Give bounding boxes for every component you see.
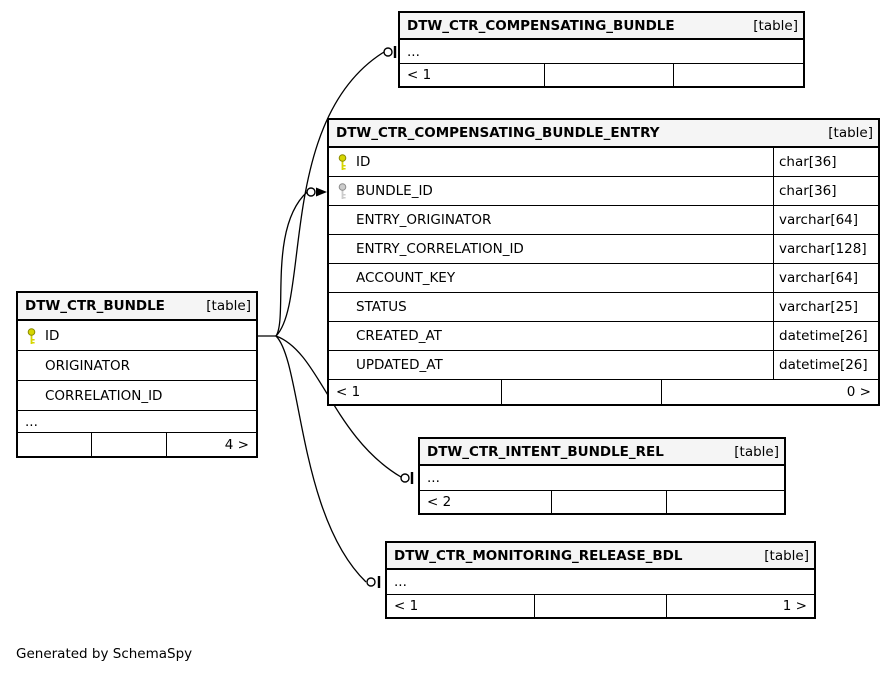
- column-name: ORIGINATOR: [45, 357, 130, 374]
- column-name: ENTRY_CORRELATION_ID: [356, 241, 524, 257]
- relationship-line-bundle-entry: [275, 191, 308, 337]
- footer-cell: < 1: [387, 595, 535, 617]
- column-name: ACCOUNT_KEY: [356, 270, 456, 286]
- footer-cell: < 1: [329, 380, 502, 404]
- columns-ellipsis-row: ...: [420, 466, 784, 491]
- column-name: CREATED_AT: [356, 328, 442, 344]
- table-dtw-ctr-intent-bundle-rel[interactable]: DTW_CTR_INTENT_BUNDLE_REL [table] ... < …: [418, 437, 786, 515]
- table-badge: [table]: [764, 547, 809, 564]
- column-row: ENTRY_CORRELATION_ID varchar[128]: [329, 235, 878, 264]
- table-footer: 4 >: [18, 433, 256, 456]
- column-name: ...: [427, 470, 440, 486]
- column-type: datetime[26]: [773, 351, 878, 379]
- table-footer: < 1: [400, 64, 803, 86]
- column-name: ENTRY_ORIGINATOR: [356, 212, 492, 228]
- column-name: ID: [45, 327, 60, 344]
- primary-key-icon: [338, 154, 347, 170]
- column-type: varchar[128]: [773, 235, 878, 263]
- column-row: ID char[36]: [329, 148, 878, 177]
- table-name: DTW_CTR_MONITORING_RELEASE_BDL: [394, 547, 683, 564]
- table-badge: [table]: [828, 125, 873, 141]
- table-footer: < 1 1 >: [387, 595, 814, 617]
- table-dtw-ctr-compensating-bundle[interactable]: DTW_CTR_COMPENSATING_BUNDLE [table] ... …: [398, 11, 805, 88]
- foreign-key-icon: [338, 183, 347, 199]
- primary-key-icon: [27, 327, 36, 344]
- column-type: varchar[64]: [773, 264, 878, 292]
- footer-cell: 4 >: [224, 436, 249, 453]
- column-type: char[36]: [773, 148, 878, 176]
- column-row: ENTRY_ORIGINATOR varchar[64]: [329, 206, 878, 235]
- zero-circle-terminator: [306, 187, 316, 197]
- column-type: char[36]: [773, 177, 878, 205]
- table-badge: [table]: [734, 443, 779, 460]
- column-row: UPDATED_AT datetime[26]: [329, 351, 878, 380]
- footer-cell: [535, 595, 667, 617]
- table-badge: [table]: [206, 298, 251, 314]
- zero-circle-terminator: [400, 473, 410, 483]
- table-header[interactable]: DTW_CTR_COMPENSATING_BUNDLE [table]: [400, 13, 803, 40]
- zero-circle-terminator: [383, 47, 393, 57]
- arrowhead-terminator: [316, 187, 327, 197]
- footer-cell: < 2: [420, 491, 552, 513]
- footer-cell: [18, 433, 92, 456]
- column-row: ORIGINATOR: [18, 351, 256, 381]
- table-header[interactable]: DTW_CTR_MONITORING_RELEASE_BDL [table]: [387, 543, 814, 570]
- column-name: ...: [407, 43, 420, 60]
- column-type: datetime[26]: [773, 322, 878, 350]
- column-name: BUNDLE_ID: [356, 183, 433, 199]
- table-name: DTW_CTR_INTENT_BUNDLE_REL: [427, 443, 664, 460]
- columns-ellipsis-row: ...: [387, 570, 814, 595]
- column-name: STATUS: [356, 299, 407, 315]
- column-name: ID: [356, 154, 371, 170]
- column-name: UPDATED_AT: [356, 357, 443, 373]
- columns-ellipsis-row: ...: [18, 411, 256, 433]
- column-row: ACCOUNT_KEY varchar[64]: [329, 264, 878, 293]
- table-header[interactable]: DTW_CTR_COMPENSATING_BUNDLE_ENTRY [table…: [329, 120, 878, 148]
- column-row: ID: [18, 321, 256, 351]
- table-badge: [table]: [753, 17, 798, 34]
- table-name: DTW_CTR_COMPENSATING_BUNDLE: [407, 17, 675, 34]
- column-row: CREATED_AT datetime[26]: [329, 322, 878, 351]
- table-dtw-ctr-monitoring-release-bdl[interactable]: DTW_CTR_MONITORING_RELEASE_BDL [table] .…: [385, 541, 816, 619]
- table-dtw-ctr-compensating-bundle-entry[interactable]: DTW_CTR_COMPENSATING_BUNDLE_ENTRY [table…: [327, 118, 880, 406]
- table-footer: < 1 0 >: [329, 380, 878, 404]
- column-name: ...: [394, 574, 407, 590]
- footer-cell: [545, 64, 674, 86]
- table-name: DTW_CTR_COMPENSATING_BUNDLE_ENTRY: [336, 125, 660, 141]
- footer-cell: < 1: [400, 64, 545, 86]
- footer-cell: [674, 64, 803, 86]
- column-name: ...: [25, 413, 38, 430]
- footer-cell: 1 >: [782, 598, 807, 614]
- table-name: DTW_CTR_BUNDLE: [25, 298, 165, 314]
- column-row: CORRELATION_ID: [18, 381, 256, 411]
- column-row: BUNDLE_ID char[36]: [329, 177, 878, 206]
- table-header[interactable]: DTW_CTR_BUNDLE [table]: [18, 293, 256, 321]
- footer-cell: [92, 433, 167, 456]
- table-dtw-ctr-bundle[interactable]: DTW_CTR_BUNDLE [table] ID ORIGINATOR COR…: [16, 291, 258, 458]
- table-footer: < 2: [420, 491, 784, 513]
- zero-circle-terminator: [366, 577, 376, 587]
- footer-cell: 0 >: [846, 384, 871, 400]
- generated-by-note: Generated by SchemaSpy: [16, 646, 193, 662]
- columns-ellipsis-row: ...: [400, 40, 803, 64]
- table-header[interactable]: DTW_CTR_INTENT_BUNDLE_REL [table]: [420, 439, 784, 466]
- column-name: CORRELATION_ID: [45, 387, 163, 404]
- footer-cell: [502, 380, 662, 404]
- column-row: STATUS varchar[25]: [329, 293, 878, 322]
- footer-cell: [667, 491, 784, 513]
- column-type: varchar[64]: [773, 206, 878, 234]
- footer-cell: [552, 491, 667, 513]
- column-type: varchar[25]: [773, 293, 878, 321]
